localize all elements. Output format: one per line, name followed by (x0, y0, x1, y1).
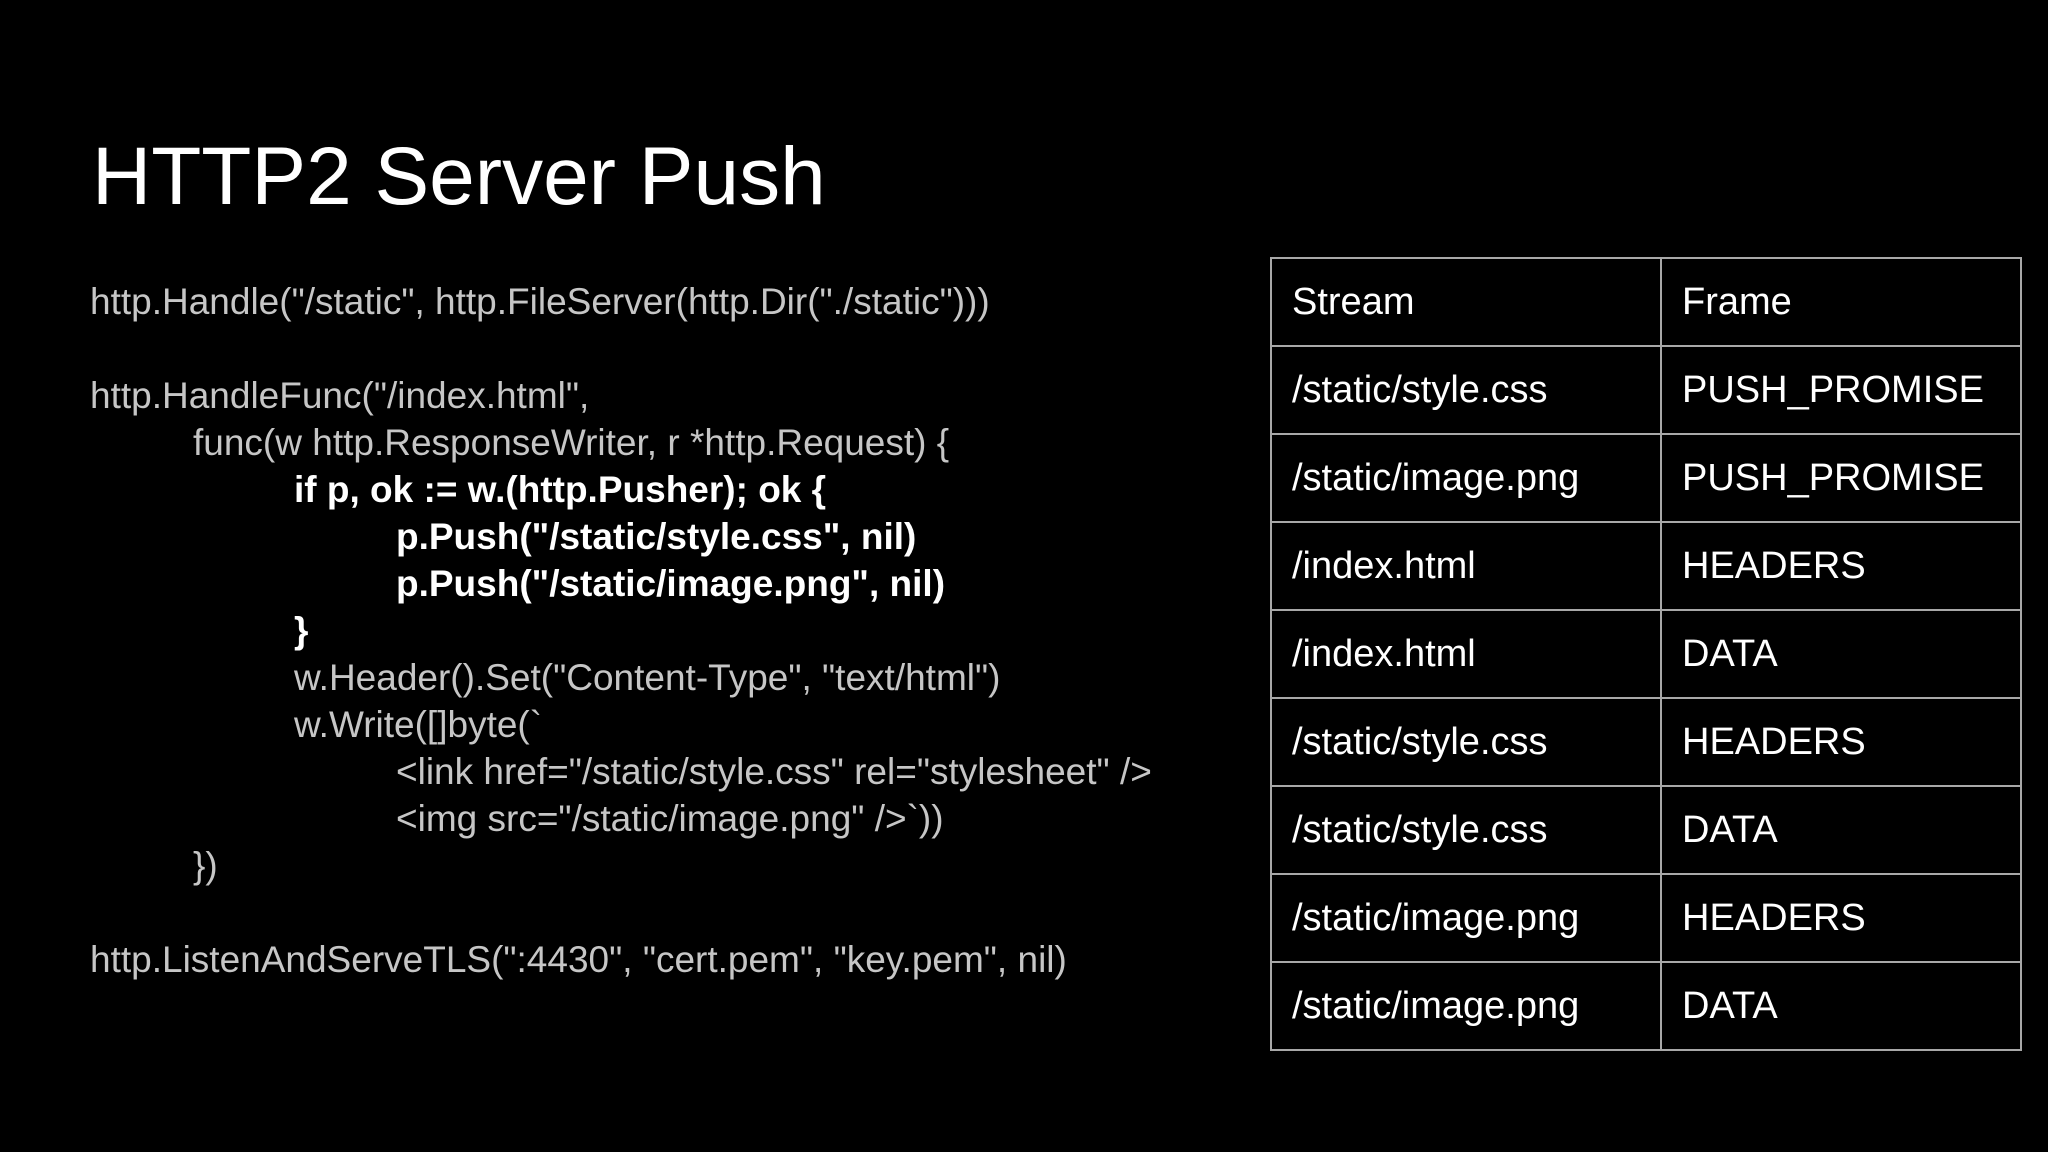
code-line: http.ListenAndServeTLS(":4430", "cert.pe… (90, 939, 1067, 980)
frame-cell: HEADERS (1660, 697, 2022, 787)
frame-cell: DATA (1660, 785, 2022, 875)
stream-cell: /static/style.css (1270, 785, 1662, 875)
code-line: http.Handle("/static", http.FileServer(h… (90, 281, 990, 322)
frame-cell: DATA (1660, 961, 2022, 1051)
stream-cell: /index.html (1270, 521, 1662, 611)
code-line (90, 325, 1152, 372)
stream-cell: /static/image.png (1270, 961, 1662, 1051)
code-line: p.Push("/static/style.css", nil) (396, 516, 917, 557)
frame-cell: HEADERS (1660, 521, 2022, 611)
frame-cell: DATA (1660, 609, 2022, 699)
code-line: w.Write([]byte(` (294, 704, 543, 745)
stream-cell: /static/image.png (1270, 873, 1662, 963)
code-block: http.Handle("/static", http.FileServer(h… (90, 278, 1152, 983)
stream-cell: /index.html (1270, 609, 1662, 699)
column-header-frame: Frame (1660, 257, 2022, 347)
code-line: <link href="/static/style.css" rel="styl… (396, 751, 1152, 792)
code-line: }) (193, 845, 218, 886)
stream-cell: /static/image.png (1270, 433, 1662, 523)
code-line: http.HandleFunc("/index.html", (90, 375, 590, 416)
code-line: w.Header().Set("Content-Type", "text/htm… (294, 657, 1001, 698)
stream-cell: /static/style.css (1270, 697, 1662, 787)
frame-cell: PUSH_PROMISE (1660, 345, 2022, 435)
code-line: } (294, 610, 309, 651)
code-line: p.Push("/static/image.png", nil) (396, 563, 946, 604)
code-line: <img src="/static/image.png" />`)) (396, 798, 944, 839)
frame-cell: PUSH_PROMISE (1660, 433, 2022, 523)
stream-cell: /static/style.css (1270, 345, 1662, 435)
slide-title: HTTP2 Server Push (92, 131, 826, 222)
frame-cell: HEADERS (1660, 873, 2022, 963)
code-line: func(w http.ResponseWriter, r *http.Requ… (193, 422, 950, 463)
code-line (90, 889, 1152, 936)
column-header-stream: Stream (1270, 257, 1662, 347)
code-line: if p, ok := w.(http.Pusher); ok { (294, 469, 827, 510)
